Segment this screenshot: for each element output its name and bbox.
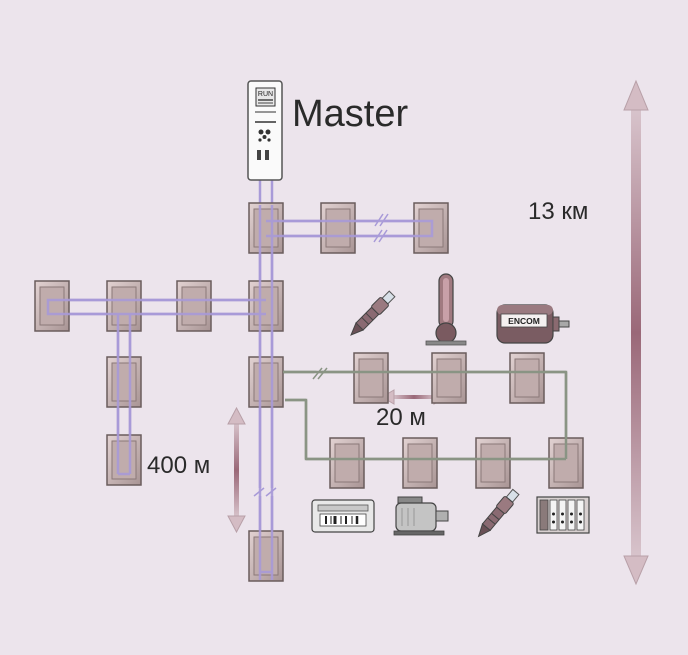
distance-node-label: 20 м	[376, 404, 426, 431]
master-controller: RUN	[247, 80, 283, 181]
network-module	[106, 280, 142, 332]
field-cable-overlay	[283, 370, 568, 461]
pressure-sensor-icon	[350, 290, 396, 336]
network-module	[320, 202, 356, 254]
network-module	[475, 437, 511, 489]
printer-icon	[311, 499, 375, 533]
motor-icon: ENCOM	[496, 304, 570, 344]
network-module	[431, 352, 467, 404]
master-label: Master	[292, 93, 409, 135]
network-module	[34, 280, 70, 332]
network-module	[248, 530, 284, 582]
io-terminal-block-icon	[536, 496, 590, 534]
bus-cable-overlay	[46, 205, 434, 580]
network-module	[176, 280, 212, 332]
pump-icon	[393, 496, 449, 536]
network-module	[402, 437, 438, 489]
network-module	[353, 352, 389, 404]
network-module	[248, 280, 284, 332]
network-module	[106, 356, 142, 408]
network-module	[106, 434, 142, 486]
network-module	[248, 356, 284, 408]
distance-total-arrow	[623, 79, 649, 586]
network-module	[329, 437, 365, 489]
pressure-sensor-icon	[477, 488, 520, 538]
distance-branch-label: 400 м	[147, 452, 211, 479]
master-display-text: RUN	[258, 91, 273, 98]
distance-total-label: 13 км	[528, 198, 589, 225]
thermometer-icon	[425, 273, 467, 346]
network-module	[509, 352, 545, 404]
network-module	[248, 202, 284, 254]
motor-badge-text: ENCOM	[508, 316, 540, 326]
distance-branch-arrow	[227, 406, 246, 534]
